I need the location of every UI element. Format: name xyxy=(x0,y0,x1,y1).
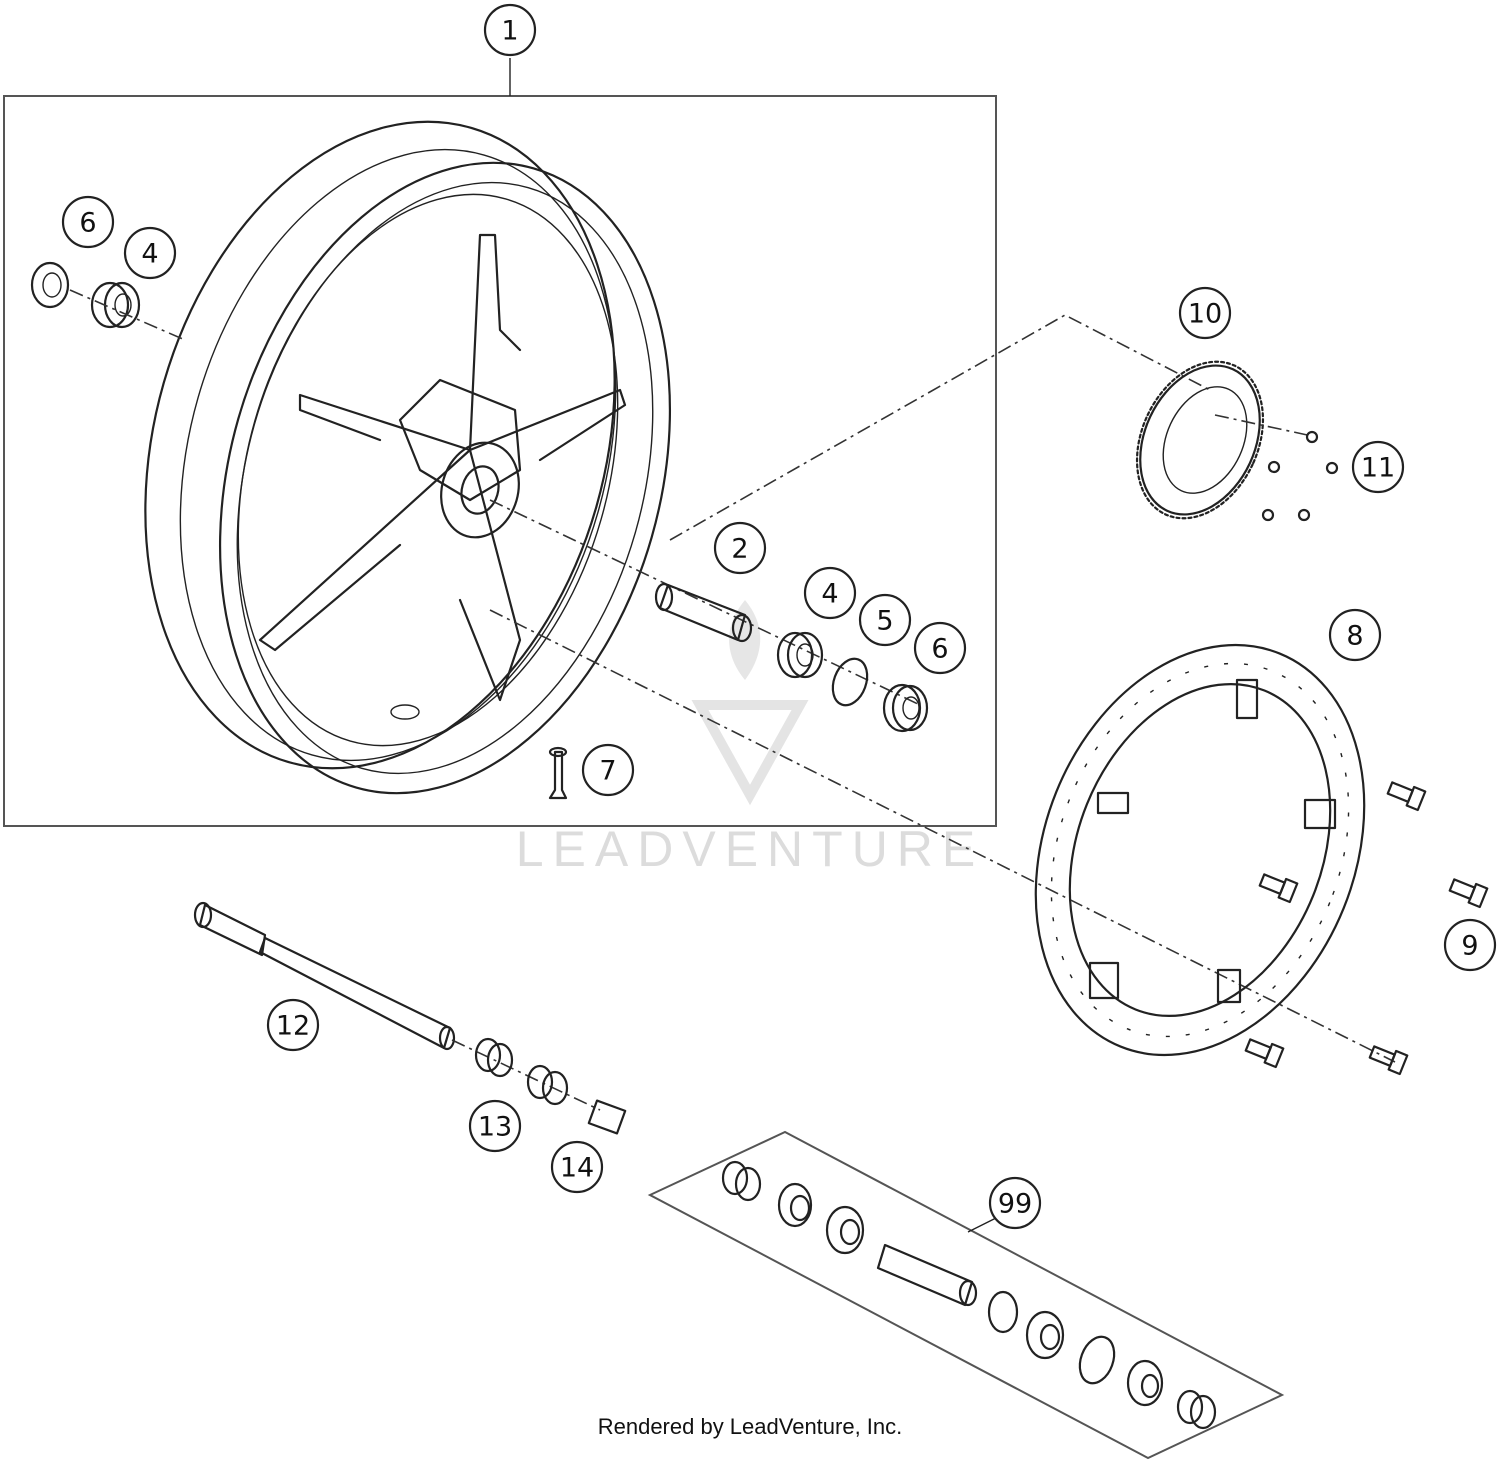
callout-label: 14 xyxy=(560,1153,594,1184)
callout-circle xyxy=(1351,440,1405,494)
callout-6b: 6 xyxy=(913,621,967,675)
callout-8: 8 xyxy=(1328,608,1382,662)
callout-circle xyxy=(468,1099,522,1153)
repair-kit-parts xyxy=(721,1160,1217,1430)
callout-circle xyxy=(713,521,767,575)
wheel-hub xyxy=(390,441,520,720)
wheel-spokes xyxy=(258,233,627,702)
callout-label: 10 xyxy=(1188,299,1222,330)
callout-label: 13 xyxy=(478,1112,512,1143)
callout-label: 7 xyxy=(599,756,616,787)
callout-7: 7 xyxy=(581,743,635,797)
shaft-seal-right xyxy=(882,683,929,733)
leader-axle xyxy=(451,1039,601,1111)
circlip xyxy=(831,657,869,707)
axle xyxy=(193,901,456,1051)
callout-4b: 4 xyxy=(803,566,857,620)
leader-screw-11 xyxy=(1214,414,1313,437)
callout-10: 10 xyxy=(1178,286,1232,340)
callout-label: 1 xyxy=(501,16,518,47)
callout-label: 9 xyxy=(1461,931,1478,962)
callout-label: 5 xyxy=(876,606,893,637)
shaft-seal-left xyxy=(30,261,70,309)
disc-bolts xyxy=(1244,781,1489,1076)
callout-1: 1 xyxy=(483,3,537,57)
callout-circle xyxy=(803,566,857,620)
bearing-left xyxy=(90,281,141,329)
callout-label: 4 xyxy=(141,239,158,270)
callout-12: 12 xyxy=(266,998,320,1052)
axle-bolt xyxy=(587,1099,627,1135)
wheel-rim xyxy=(144,120,672,795)
callout-circle xyxy=(1178,286,1232,340)
callout-circle xyxy=(266,998,320,1052)
callout-99: 99 xyxy=(988,1176,1042,1230)
callout-layer: 1 6 4 10 11 2 4 5 6 8 7 9 12 13 14 99 xyxy=(61,3,1497,1230)
callout-circle xyxy=(483,3,537,57)
axle-spacer xyxy=(474,1037,514,1078)
callout-circle xyxy=(1328,608,1382,662)
callout-label: 4 xyxy=(821,579,838,610)
callout-6a: 6 xyxy=(61,195,115,249)
callout-13: 13 xyxy=(468,1099,522,1153)
callout-label: 99 xyxy=(998,1189,1032,1220)
sensor-ring-screws xyxy=(1261,430,1339,522)
callout-circle xyxy=(858,593,912,647)
callout-9: 9 xyxy=(1443,918,1497,972)
callout-2: 2 xyxy=(713,521,767,575)
callout-label: 8 xyxy=(1346,621,1363,652)
callout-circle xyxy=(581,743,635,797)
callout-circle xyxy=(123,226,177,280)
callout-4a: 4 xyxy=(123,226,177,280)
callout-5: 5 xyxy=(858,593,912,647)
wheel-assembly-frame xyxy=(3,95,997,827)
watermark-text: LEADVENTURE xyxy=(516,821,985,877)
leader-sensor-ring xyxy=(669,314,1211,541)
render-credit: Rendered by LeadVenture, Inc. xyxy=(597,1414,903,1439)
callout-circle xyxy=(988,1176,1042,1230)
callout-label: 11 xyxy=(1361,453,1395,484)
callout-label: 12 xyxy=(276,1011,310,1042)
watermark: LEADVENTURE xyxy=(516,600,985,877)
repair-kit-frame xyxy=(647,1130,1285,1460)
axle-spacer-2 xyxy=(526,1064,569,1106)
brake-disc xyxy=(1034,643,1366,1057)
bearing-right xyxy=(776,631,824,679)
callout-label: 2 xyxy=(731,534,748,565)
callout-label: 6 xyxy=(79,208,96,239)
callout-circle xyxy=(550,1140,604,1194)
callout-circle xyxy=(61,195,115,249)
callout-11: 11 xyxy=(1351,440,1405,494)
tire-valve xyxy=(548,746,568,800)
leader-brake-disc xyxy=(489,609,1396,1063)
callout-14: 14 xyxy=(550,1140,604,1194)
callout-circle xyxy=(913,621,967,675)
callout-label: 6 xyxy=(931,634,948,665)
abs-sensor-ring xyxy=(1135,360,1265,520)
spacer-sleeve xyxy=(654,582,753,643)
leader-bearing-left xyxy=(69,289,186,341)
leader-hub-right xyxy=(489,499,921,706)
callout-circle xyxy=(1443,918,1497,972)
